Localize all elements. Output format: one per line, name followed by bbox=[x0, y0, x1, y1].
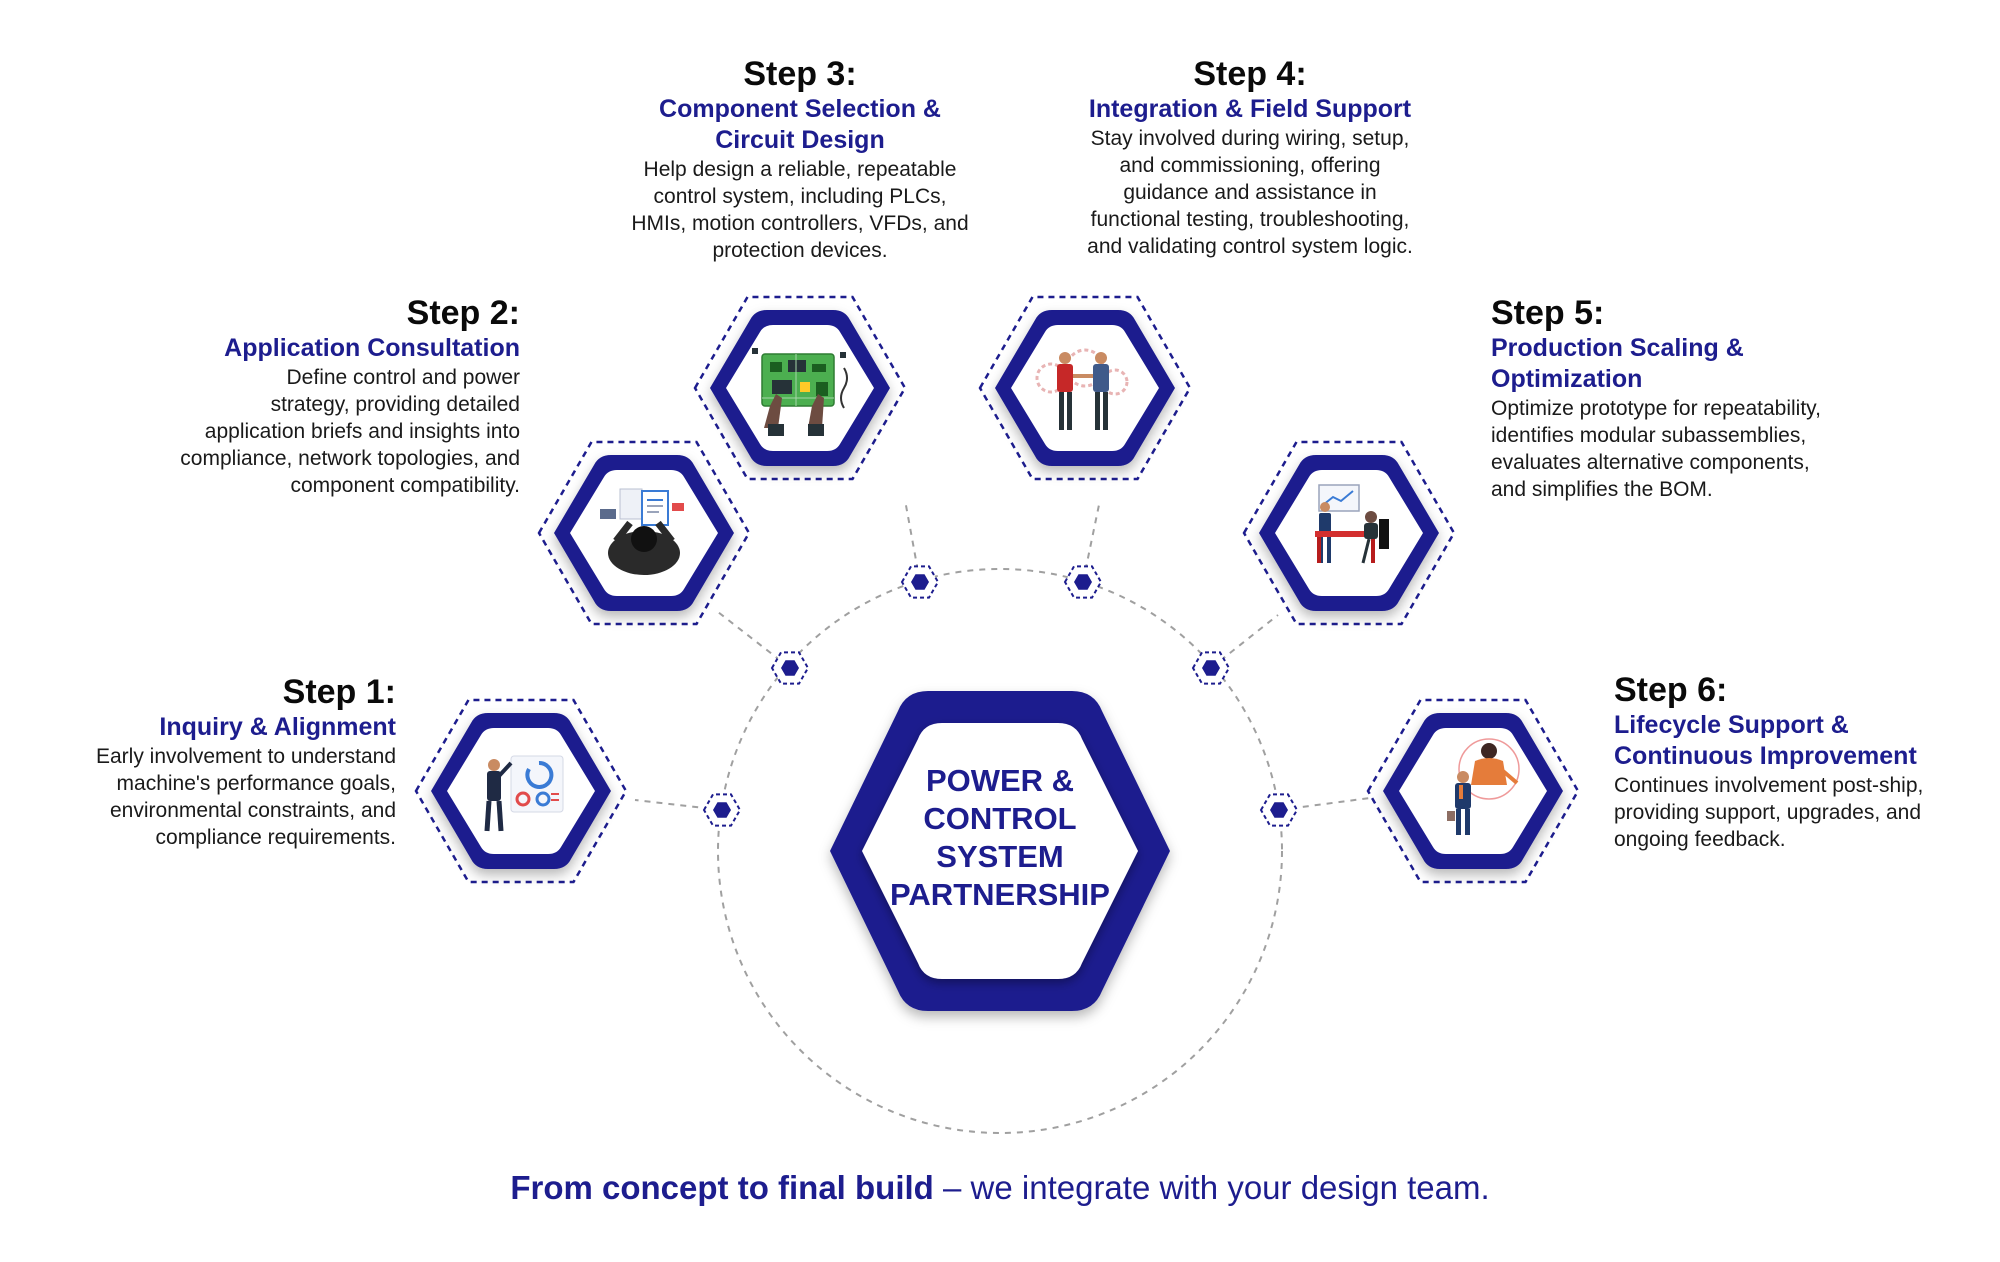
step-5-desc-line-1: Optimize prototype for repeatability, bbox=[1491, 397, 1821, 420]
step-1-title: Inquiry & Alignment bbox=[159, 713, 396, 741]
step-2-desc-line-4: compliance, network topologies, and bbox=[180, 447, 520, 470]
center-title-line-3: SYSTEM bbox=[936, 839, 1064, 874]
orbit-node-6 bbox=[1259, 793, 1299, 827]
step-3-desc-line-4: protection devices. bbox=[712, 239, 888, 262]
step-3-desc-line-2: control system, including PLCs, bbox=[653, 185, 947, 208]
footer-tagline-rest: – we integrate with your design team. bbox=[933, 1169, 1490, 1206]
step-1-desc-line-1: Early involvement to understand bbox=[96, 745, 396, 768]
step-4-desc-line-2: and commissioning, offering bbox=[1119, 154, 1381, 177]
step-6-desc-line-3: ongoing feedback. bbox=[1614, 828, 1786, 851]
orbit-node-4 bbox=[1063, 565, 1103, 599]
center-hexagon bbox=[830, 691, 1170, 1011]
step-4-desc-line-1: Stay involved during wiring, setup, bbox=[1090, 127, 1410, 150]
center-title-line-2: CONTROL bbox=[923, 801, 1077, 836]
step-4-title: Integration & Field Support bbox=[1088, 95, 1412, 123]
step-2-text: Step 2: Application Consultation Define … bbox=[100, 293, 520, 499]
step-2-desc-line-3: application briefs and insights into bbox=[204, 420, 520, 443]
orbit-node-1 bbox=[702, 793, 742, 827]
orbit-nodes bbox=[702, 565, 1299, 827]
step-4-desc-line-5: and validating control system logic. bbox=[1087, 235, 1413, 258]
step-3-title-line-1: Component Selection & bbox=[659, 95, 941, 123]
step-2-desc-line-1: Define control and power bbox=[286, 366, 520, 389]
step-1-desc-line-2: machine's performance goals, bbox=[116, 772, 396, 795]
step-5-desc-line-3: evaluates alternative components, bbox=[1491, 451, 1810, 474]
orbit-node-2 bbox=[770, 651, 810, 685]
step-node-3 bbox=[693, 295, 907, 481]
footer-tagline-bold: From concept to final build bbox=[510, 1169, 934, 1206]
step-3-title-line-2: Circuit Design bbox=[715, 126, 885, 154]
step-node-1 bbox=[414, 698, 628, 884]
step-5-title-line-1: Production Scaling & bbox=[1491, 334, 1744, 362]
step-4-desc-line-4: functional testing, troubleshooting, bbox=[1090, 208, 1410, 231]
step-2-title: Application Consultation bbox=[224, 334, 520, 362]
step-4-label: Step 4: bbox=[1193, 55, 1307, 93]
presenter-whiteboard-icon bbox=[484, 755, 564, 832]
step-6-text: Step 6: Lifecycle Support & Continuous I… bbox=[1614, 670, 1994, 853]
step-3-desc-line-3: HMIs, motion controllers, VFDs, and bbox=[631, 212, 969, 235]
step-node-6 bbox=[1366, 698, 1580, 884]
center-title-line-1: POWER & bbox=[925, 763, 1075, 798]
step-6-title-line-2: Continuous Improvement bbox=[1614, 742, 1917, 770]
step-3-text: Step 3: Component Selection & Circuit De… bbox=[600, 54, 1000, 264]
step-6-title-line-1: Lifecycle Support & bbox=[1614, 711, 1849, 739]
footer-tagline: From concept to final build – we integra… bbox=[0, 1168, 2000, 1208]
step-node-2 bbox=[537, 440, 751, 626]
phone-support-icon bbox=[1447, 738, 1520, 835]
step-5-text: Step 5: Production Scaling & Optimizatio… bbox=[1491, 293, 1891, 503]
step-3-desc-line-1: Help design a reliable, repeatable bbox=[643, 158, 957, 181]
step-3-label: Step 3: bbox=[743, 55, 857, 93]
step-1-text: Step 1: Inquiry & Alignment Early involv… bbox=[20, 672, 396, 851]
handshake-gears-icon bbox=[1035, 348, 1129, 430]
center-title-line-4: PARTNERSHIP bbox=[890, 877, 1110, 912]
step-node-5 bbox=[1242, 440, 1456, 626]
step-node-4 bbox=[978, 295, 1192, 481]
step-6-desc-line-2: providing support, upgrades, and bbox=[1614, 801, 1922, 824]
step-1-label: Step 1: bbox=[282, 673, 396, 711]
step-4-text: Step 4: Integration & Field Support Stay… bbox=[1040, 54, 1460, 260]
step-5-desc-line-4: and simplifies the BOM. bbox=[1491, 478, 1713, 501]
step-5-desc-line-2: identifies modular subassemblies, bbox=[1491, 424, 1807, 447]
center-title: POWER & CONTROL SYSTEM PARTNERSHIP bbox=[840, 762, 1160, 914]
step-2-desc-line-5: component compatibility. bbox=[290, 474, 520, 497]
orbit-node-3 bbox=[900, 565, 940, 599]
step-2-desc-line-2: strategy, providing detailed bbox=[270, 393, 520, 416]
circuit-board-icon bbox=[752, 348, 848, 436]
step-1-desc-line-4: compliance requirements. bbox=[155, 826, 396, 849]
step-6-label: Step 6: bbox=[1614, 671, 1728, 709]
orbit-node-5 bbox=[1191, 651, 1231, 685]
step-1-desc-line-3: environmental constraints, and bbox=[110, 799, 396, 822]
orbit-circle bbox=[717, 568, 1283, 1134]
desk-consultant-icon bbox=[600, 488, 684, 575]
step-2-label: Step 2: bbox=[406, 294, 520, 332]
step-6-desc-line-1: Continues involvement post-ship, bbox=[1614, 774, 1924, 797]
step-4-desc-line-3: guidance and assistance in bbox=[1123, 181, 1377, 204]
step-5-label: Step 5: bbox=[1491, 294, 1605, 332]
step-5-title-line-2: Optimization bbox=[1491, 365, 1643, 393]
meeting-presentation-icon bbox=[1315, 484, 1389, 564]
